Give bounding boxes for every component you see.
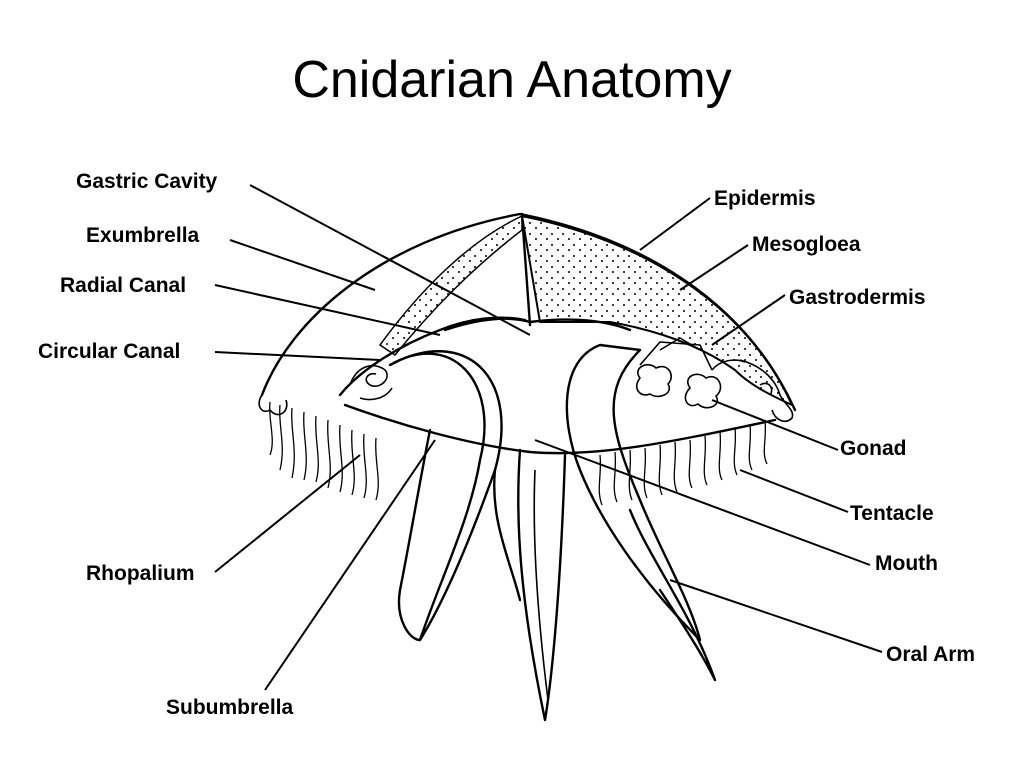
label-circular-canal: Circular Canal [38, 340, 180, 363]
slide-title: Cnidarian Anatomy [292, 51, 732, 109]
oral-arms [388, 343, 717, 722]
gonad-left [635, 363, 672, 398]
gonad-right [684, 373, 722, 409]
label-gonad: Gonad [840, 437, 907, 460]
label-epidermis: Epidermis [714, 187, 816, 210]
mesogloea-region [520, 214, 795, 408]
label-rhopalium: Rhopalium [86, 562, 195, 585]
label-gastric-cavity: Gastric Cavity [76, 170, 218, 193]
label-exumbrella: Exumbrella [86, 224, 200, 247]
oral-arm-right [565, 343, 702, 642]
label-mouth: Mouth [875, 552, 938, 575]
tentacles [269, 401, 768, 506]
label-gastrodermis: Gastrodermis [789, 286, 926, 309]
oral-arm-left [388, 350, 503, 642]
label-oral-arm: Oral Arm [886, 643, 975, 666]
bell [258, 212, 797, 455]
label-mesogloea: Mesogloea [752, 233, 861, 256]
leader-lines [214, 184, 883, 691]
label-subumbrella: Subumbrella [166, 696, 294, 719]
label-radial-canal: Radial Canal [60, 274, 186, 297]
label-tentacle: Tentacle [850, 502, 934, 525]
